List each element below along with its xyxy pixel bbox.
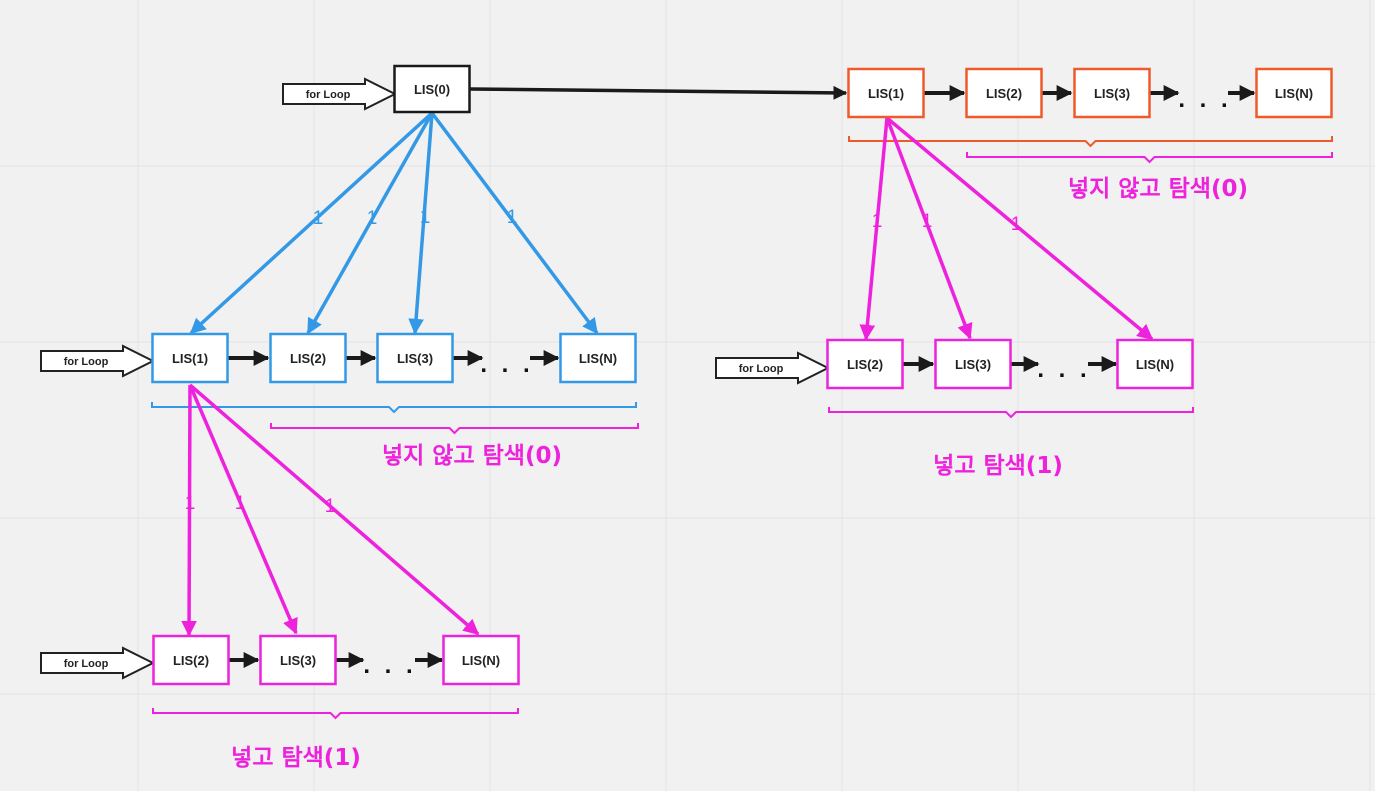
ellipsis-label: . . . <box>1037 356 1090 383</box>
for-loop-level1-arrow-icon <box>40 344 156 378</box>
node-root-box <box>393 64 471 114</box>
brace-take-right <box>828 407 1194 419</box>
ellipsis-label: . . . <box>480 351 533 378</box>
edge-right-top-mid <box>885 117 973 340</box>
node-right-top-1-label: LIS(2) <box>986 86 1022 101</box>
edge-root-l1 <box>306 112 434 335</box>
edge-weight-label: 1 <box>313 208 324 229</box>
node-right-mid-2-label: LIS(N) <box>1136 357 1174 372</box>
node-level2-0-label: LIS(2) <box>173 653 209 668</box>
for-loop-right-arrow-icon <box>715 351 831 385</box>
edge-weight-label: 1 <box>235 493 246 514</box>
node-level1-0-box <box>151 332 229 384</box>
edge-weight-label: 1 <box>1011 214 1022 235</box>
node-right-top-3-label: LIS(N) <box>1275 86 1313 101</box>
for-loop-level2-arrow-icon <box>40 646 156 680</box>
for-loop-root-label: for Loop <box>306 89 351 101</box>
edge-root-right <box>469 85 848 100</box>
node-right-mid-0-box <box>826 338 904 390</box>
node-right-top-1-box <box>965 67 1043 119</box>
brace-skip-left <box>270 423 639 435</box>
node-right-mid-1-box <box>934 338 1012 390</box>
for-loop-root-arrow-icon <box>282 77 398 111</box>
for-loop-right-label: for Loop <box>739 363 784 375</box>
edge-weight-label: 1 <box>325 496 336 517</box>
edge-right-top-mid <box>859 117 889 341</box>
node-level1-1-box <box>269 332 347 384</box>
edge-l1-l2 <box>181 384 197 637</box>
node-right-top-0-box <box>847 67 925 119</box>
edge-weight-label: 1 <box>185 493 196 514</box>
edge-l1-l2 <box>188 383 480 636</box>
node-level1-3-label: LIS(N) <box>579 351 617 366</box>
edge-weight-label: 1 <box>922 211 933 232</box>
node-level2-2-label: LIS(N) <box>462 653 500 668</box>
edge-layer <box>151 85 1333 720</box>
node-right-top-3-box <box>1255 67 1333 119</box>
caption-skip-left: 넣지 않고 탐색(0) <box>382 443 562 469</box>
ellipsis-label: . . . <box>1178 86 1231 113</box>
edge-root-l1 <box>408 112 434 335</box>
node-level1-3-box <box>559 332 637 384</box>
node-root-label: LIS(0) <box>414 82 450 97</box>
edge-root-l1 <box>189 111 434 335</box>
caption-take-left: 넣고 탐색(1) <box>231 745 361 771</box>
node-level1-2-box <box>376 332 454 384</box>
edge-weight-label: 1 <box>872 211 883 232</box>
brace-right-top <box>848 136 1333 148</box>
node-right-mid-2-box <box>1116 338 1194 390</box>
node-level2-1-label: LIS(3) <box>280 653 316 668</box>
edge-l1-l2 <box>188 384 298 635</box>
for-loop-level2-label: for Loop <box>64 658 109 670</box>
node-level2-0-box <box>152 634 230 686</box>
edge-root-l1 <box>430 111 599 335</box>
node-level2-2-box <box>442 634 520 686</box>
node-level1-1-label: LIS(2) <box>290 351 326 366</box>
node-right-top-2-label: LIS(3) <box>1094 86 1130 101</box>
node-right-mid-0-label: LIS(2) <box>847 357 883 372</box>
brace-skip-right <box>966 152 1333 164</box>
node-level1-2-label: LIS(3) <box>397 351 433 366</box>
edge-weight-label: 1 <box>420 207 431 228</box>
node-level2-1-box <box>259 634 337 686</box>
caption-skip-right: 넣지 않고 탐색(0) <box>1068 176 1248 202</box>
caption-take-right: 넣고 탐색(1) <box>933 453 1063 479</box>
edge-weight-label: 1 <box>507 207 518 228</box>
edge-weight-label: 1 <box>367 208 378 229</box>
node-right-top-2-box <box>1073 67 1151 119</box>
brace-take-left <box>152 708 519 720</box>
brace-level1 <box>151 402 637 414</box>
node-right-top-0-label: LIS(1) <box>868 86 904 101</box>
ellipsis-label: . . . <box>363 652 416 679</box>
node-level1-0-label: LIS(1) <box>172 351 208 366</box>
label-layer: . . . 1 1 1 1 넣지 않고 탐색(0) . . . 1 1 1 넣고 탐색(1) . . … <box>185 86 1248 771</box>
for-loop-level1-label: for Loop <box>64 356 109 368</box>
node-right-mid-1-label: LIS(3) <box>955 357 991 372</box>
edge-right-top-mid <box>885 116 1154 341</box>
